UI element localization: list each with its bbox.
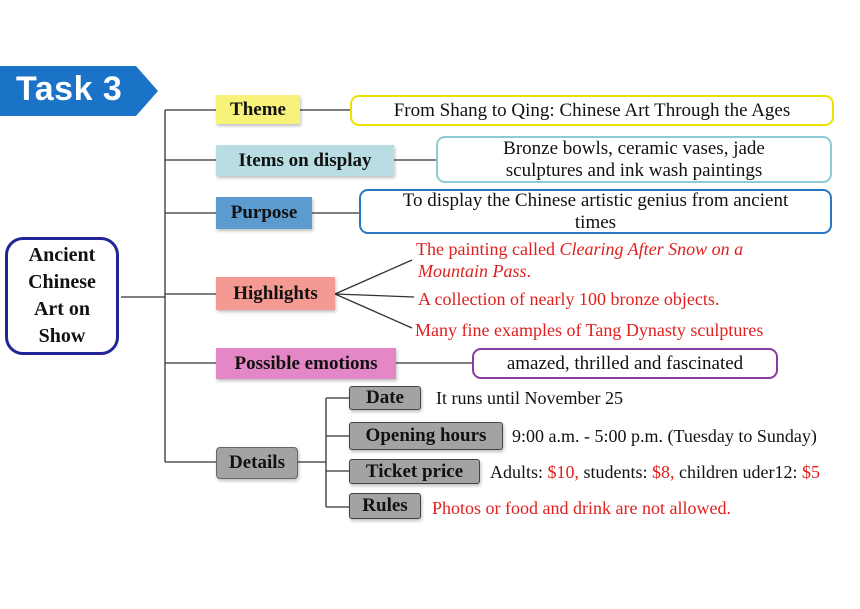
root-line-4: Show	[38, 325, 86, 347]
root-line-1: Ancient	[28, 244, 96, 266]
theme-label: Theme	[216, 95, 300, 124]
theme-content: From Shang to Qing: Chinese Art Through …	[350, 95, 834, 126]
highlight-1: The painting called Clearing After Snow …	[416, 238, 743, 260]
purpose-label: Purpose	[216, 197, 312, 229]
emotions-text: amazed, thrilled and fascinated	[506, 352, 744, 374]
items-content: Bronze bowls, ceramic vases, jade sculpt…	[436, 136, 832, 183]
details-label: Details	[216, 447, 298, 479]
task-banner: Task 3	[0, 66, 160, 116]
items-line-2: sculptures and ink wash paintings	[505, 159, 763, 181]
date-label: Date	[349, 386, 421, 410]
highlight-1-cont: Mountain Pass.	[418, 260, 531, 282]
ticket-children-price: $5	[802, 462, 820, 482]
rules-value: Photos or food and drink are not allowed…	[432, 498, 731, 518]
ticket-adults-label: Adults:	[490, 462, 548, 482]
hours-label: Opening hours	[349, 422, 503, 450]
theme-text: From Shang to Qing: Chinese Art Through …	[393, 99, 791, 121]
purpose-line-1: To display the Chinese artistic genius f…	[402, 189, 789, 211]
highlight-1-prefix: The painting called	[416, 239, 560, 259]
ticket-students-label: students:	[579, 462, 653, 482]
items-label: Items on display	[216, 145, 394, 176]
highlights-label: Highlights	[216, 277, 335, 310]
ticket-adults-price: $10,	[547, 462, 580, 482]
highlight-1-title-b: Mountain Pass	[418, 261, 527, 281]
emotions-label: Possible emotions	[216, 348, 396, 379]
arrow-banner-icon	[0, 66, 158, 116]
highlight-3: Many fine examples of Tang Dynasty sculp…	[415, 320, 764, 340]
root-line-3: Art on	[33, 298, 91, 320]
date-value: It runs until November 25	[436, 388, 623, 408]
purpose-content: To display the Chinese artistic genius f…	[359, 189, 832, 234]
highlight-1-suffix: .	[526, 261, 532, 281]
highlight-1-title-a: Clearing After Snow on a	[559, 239, 744, 259]
highlight-2: A collection of nearly 100 bronze object…	[418, 289, 720, 309]
hours-value: 9:00 a.m. - 5:00 p.m. (Tuesday to Sunday…	[512, 426, 817, 446]
ticket-label: Ticket price	[349, 459, 480, 484]
emotions-content: amazed, thrilled and fascinated	[472, 348, 778, 379]
ticket-value: Adults: $10, students: $8, children uder…	[490, 461, 820, 483]
purpose-line-2: times	[574, 211, 617, 233]
items-line-1: Bronze bowls, ceramic vases, jade	[503, 137, 765, 159]
ticket-children-label: children uder12:	[674, 462, 802, 482]
task-title: Task 3	[16, 70, 123, 108]
ticket-students-price: $8,	[652, 462, 675, 482]
root-node: Ancient Chinese Art on Show	[5, 237, 119, 355]
root-line-2: Chinese	[28, 271, 96, 293]
rules-label: Rules	[349, 493, 421, 519]
